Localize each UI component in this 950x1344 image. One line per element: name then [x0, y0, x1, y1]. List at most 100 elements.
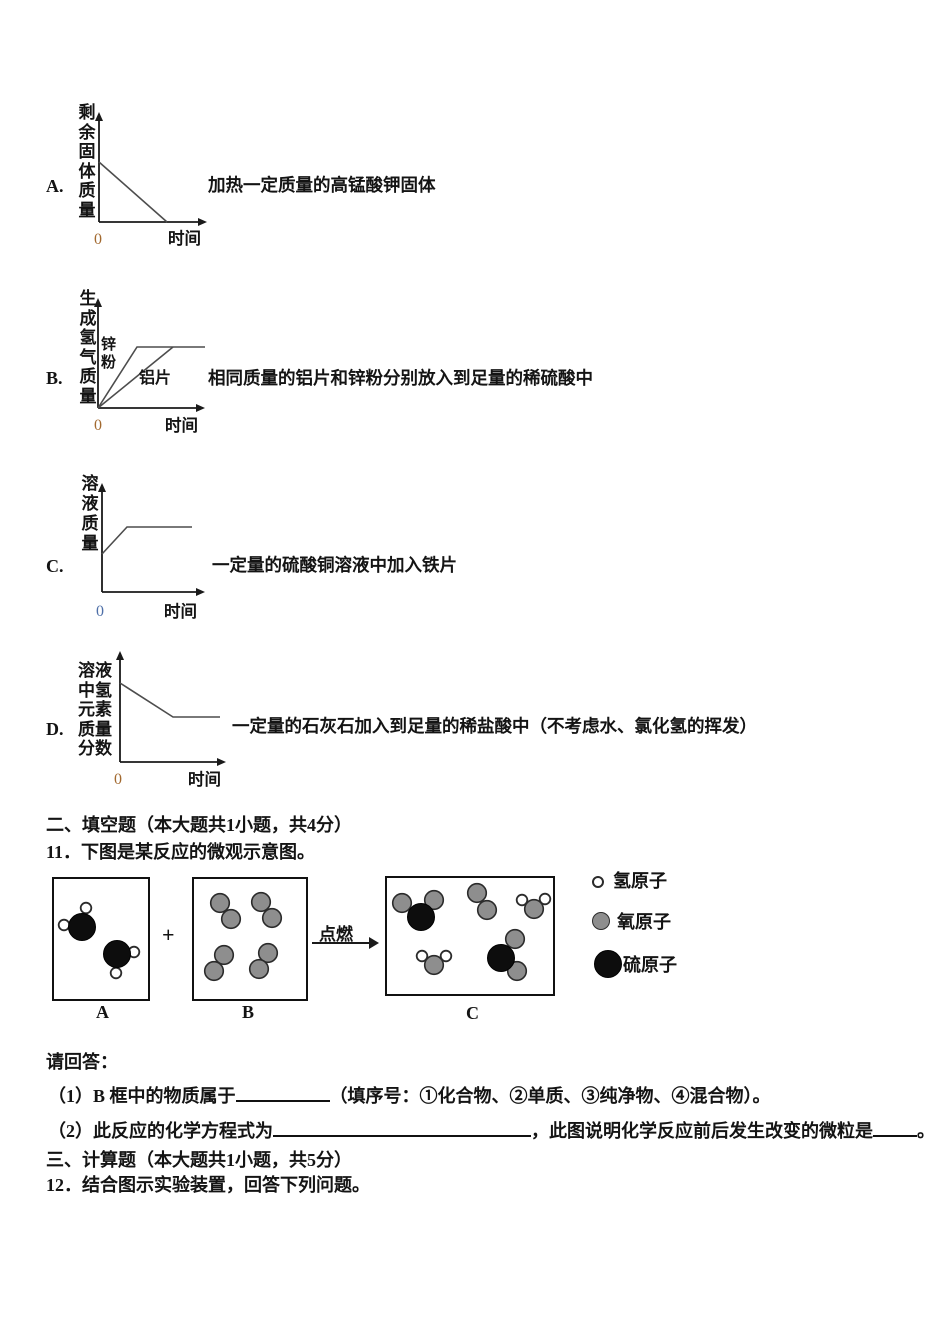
o2-molecule [209, 892, 242, 930]
legend-hydrogen-label: 氢原子 [613, 871, 667, 891]
so2-molecule [391, 889, 445, 931]
option-d-y-arrowhead-icon [116, 651, 124, 660]
oxygen-atom-icon [466, 882, 488, 904]
question-11-stem: 11．下图是某反应的微观示意图。 [46, 842, 316, 862]
option-c-description: 一定量的硫酸铜溶液中加入铁片 [212, 555, 457, 575]
q2-equation-blank [273, 1119, 531, 1137]
option-a-x-arrowhead-icon [198, 218, 207, 226]
option-c-y-axis-label: 溶液质量 [81, 474, 99, 553]
legend-oxygen-label: 氧原子 [617, 912, 671, 932]
oxygen-atom-icon [203, 960, 225, 982]
box-c-label: C [466, 1003, 479, 1023]
sulfur-atom-icon [103, 940, 131, 968]
option-b-x-arrowhead-icon [196, 404, 205, 412]
oxygen-atom-icon [220, 908, 242, 930]
question-2-line: （2）此反应的化学方程式为 ，此图说明化学反应前后发生改变的微粒是 。 [48, 1119, 935, 1142]
reactant-box-a [52, 877, 150, 1001]
box-a-label: A [96, 1002, 109, 1022]
option-b-origin-label: 0 [94, 417, 102, 434]
option-b-chart [94, 298, 205, 412]
reaction-arrow-icon [312, 937, 379, 949]
option-b-curve-zinc [97, 346, 205, 409]
oxygen-atom-icon [248, 958, 270, 980]
option-b-y-axis-label: 生成氢气质量 [79, 289, 97, 406]
legend-hydrogen-atom-icon [592, 876, 604, 888]
section-3-heading: 三、计算题（本大题共1小题，共5分） [46, 1150, 352, 1170]
oxygen-atom-icon [213, 944, 235, 966]
option-a-chart [95, 112, 207, 226]
hydrogen-atom-icon [79, 901, 93, 915]
option-b-curve-aluminum [97, 346, 174, 409]
q1-text-post: （填序号：①化合物、②单质、③纯净物、④混合物）。 [329, 1086, 771, 1106]
option-c-origin-label: 0 [96, 603, 104, 620]
q2-text-pre: （2）此反应的化学方程式为 [48, 1121, 273, 1141]
option-a-curve [98, 161, 168, 223]
question-1-line: （1）B 框中的物质属于 （填序号：①化合物、②单质、③纯净物、④混合物）。 [48, 1084, 771, 1107]
option-d-label: D. [46, 719, 64, 739]
option-a-y-axis-label: 剩余固体质量 [78, 103, 96, 220]
q2-particle-blank [873, 1119, 917, 1137]
h2o-molecule [415, 949, 453, 976]
option-d-y-axis-label: 溶液中氢元素质量分数 [78, 661, 112, 758]
oxygen-atom-icon [504, 928, 526, 950]
option-a-description: 加热一定质量的高锰酸钾固体 [208, 175, 436, 195]
h2s-molecule [103, 940, 141, 980]
answer-prompt: 请回答： [46, 1052, 118, 1072]
o2-molecule [203, 944, 235, 982]
option-b-series-zinc-label: 锌粉 [100, 337, 116, 371]
oxygen-atom-icon [423, 954, 445, 976]
question-12-stem: 12．结合图示实验装置，回答下列问题。 [46, 1175, 370, 1195]
legend-oxygen-atom-icon [592, 912, 610, 930]
oxygen-atom-icon [423, 889, 445, 911]
oxygen-atom-icon [257, 942, 279, 964]
q1-answer-blank [235, 1084, 330, 1102]
o2-molecule [250, 891, 283, 929]
option-d-origin-label: 0 [114, 771, 122, 788]
option-b-description: 相同质量的铝片和锌粉分别放入到足量的稀硫酸中 [208, 368, 593, 388]
legend-sulfur-atom-icon [594, 950, 622, 978]
option-c-x-arrowhead-icon [196, 588, 205, 596]
so2-molecule [487, 928, 528, 982]
option-b-label: B. [46, 368, 63, 388]
product-box-c [385, 876, 555, 996]
hydrogen-atom-icon [515, 893, 529, 907]
q1-text-pre: （1）B 框中的物质属于 [48, 1086, 236, 1106]
q2-text-tail: 。 [917, 1121, 935, 1141]
hydrogen-atom-icon [57, 918, 71, 932]
option-b-y-arrowhead-icon [94, 298, 102, 307]
option-c-label: C. [46, 556, 64, 576]
reactant-box-b-molecules [203, 891, 283, 982]
option-a-origin-label: 0 [94, 231, 102, 248]
reactant-box-b [192, 877, 308, 1001]
o2-molecule [248, 942, 279, 980]
option-a-label: A. [46, 176, 64, 196]
hydrogen-atom-icon [439, 949, 453, 963]
option-b-series-aluminum-label: 铝片 [139, 370, 172, 387]
reactant-box-a-molecules [57, 901, 141, 980]
hydrogen-atom-icon [109, 966, 123, 980]
oxygen-atom-icon [506, 960, 528, 982]
option-c-chart [98, 483, 205, 596]
option-b-x-axis-label: 时间 [165, 416, 198, 435]
option-d-chart [116, 651, 226, 766]
reaction-arrowhead-icon [369, 937, 379, 949]
option-d-x-axis-label: 时间 [188, 770, 221, 789]
o2-molecule [466, 882, 498, 921]
sulfur-atom-icon [407, 903, 435, 931]
option-d-curve [119, 682, 220, 718]
q2-text-mid: ，此图说明化学反应前后发生改变的微粒是 [531, 1121, 873, 1141]
h2s-molecule [57, 901, 96, 941]
sulfur-atom-icon [487, 944, 515, 972]
plus-sign: + [162, 922, 175, 947]
option-d-x-arrowhead-icon [217, 758, 226, 766]
oxygen-atom-icon [261, 907, 283, 929]
option-d-description: 一定量的石灰石加入到足量的稀盐酸中（不考虑水、氯化氢的挥发） [232, 716, 757, 736]
sulfur-atom-icon [68, 913, 96, 941]
hydrogen-atom-icon [538, 892, 552, 906]
oxygen-atom-icon [209, 892, 231, 914]
box-b-label: B [242, 1002, 255, 1022]
option-c-curve [101, 526, 192, 555]
option-a-x-axis-label: 时间 [168, 229, 201, 248]
hydrogen-atom-icon [415, 949, 429, 963]
option-a-y-arrowhead-icon [95, 112, 103, 121]
